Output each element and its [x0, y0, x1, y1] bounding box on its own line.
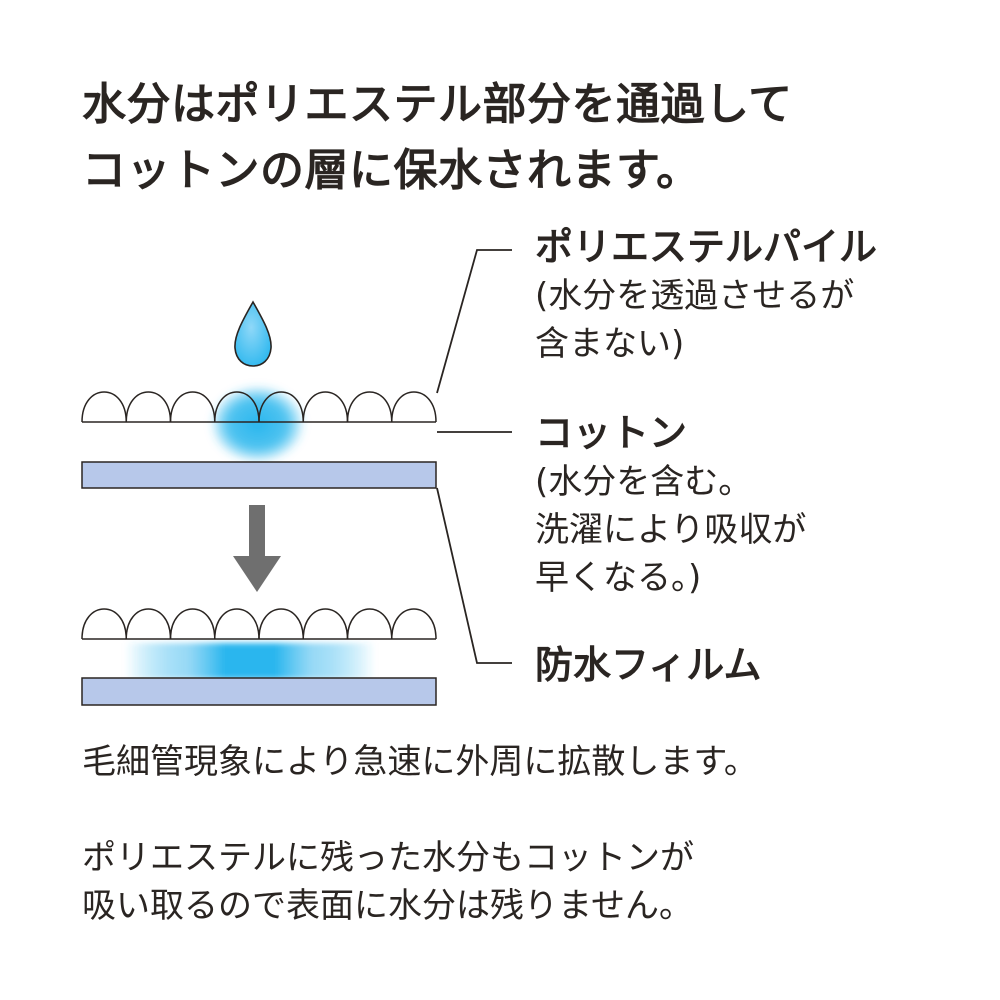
down-arrow-icon [233, 505, 281, 592]
pile-loop [169, 391, 216, 423]
caption-capillary-text: 毛細管現象により急速に外周に拡散します。 [82, 742, 758, 782]
label-cotton-note-1: (水分を含む。 [535, 462, 753, 502]
spread-water-area [125, 643, 375, 679]
label-waterproof-film-title: 防水フィルム [535, 643, 762, 687]
pile-loop [391, 391, 437, 423]
pile-loop [302, 391, 349, 423]
pile-loop [391, 608, 437, 640]
label-cotton-note-3: 早くなる。) [535, 558, 702, 598]
leader-line-film [436, 487, 512, 664]
caption-residual-line-1: ポリエステルに残った水分もコットンが [82, 838, 694, 878]
label-polyester-pile-title: ポリエステルパイル [535, 225, 878, 269]
pile-loop [214, 391, 260, 423]
headline: 水分はポリエステル部分を通過して コットンの層に保水されます。 [82, 72, 962, 204]
pile-loop [81, 391, 127, 423]
polyester-pile-layer [81, 391, 437, 423]
pile-loop [346, 391, 393, 423]
pile-loop [302, 608, 349, 640]
label-cotton: コットン (水分を含む。 洗濯により吸収が 早くなる。) [535, 408, 806, 602]
polyester-pile-layer-after [81, 608, 437, 640]
absorbed-water-area [210, 385, 305, 463]
fabric-stack-after [81, 608, 437, 706]
pile-loop [81, 608, 127, 640]
label-waterproof-film: 防水フィルム [535, 640, 761, 690]
label-cotton-title: コットン [535, 411, 688, 455]
waterproof-film-layer-after [81, 677, 437, 706]
water-drop-icon [234, 300, 272, 367]
pile-loop [214, 608, 260, 640]
pile-loop [125, 391, 172, 423]
pile-loop [258, 391, 304, 423]
headline-line-2: コットンの層に保水されます。 [82, 145, 701, 196]
label-cotton-note-2: 洗濯により吸収が [535, 510, 807, 550]
fabric-stack-before [81, 385, 437, 489]
pile-loop [346, 608, 393, 640]
leader-line-pile [436, 249, 512, 394]
pile-loop [125, 608, 172, 640]
caption-residual: ポリエステルに残った水分もコットンが 吸い取るので表面に水分は残りません。 [82, 834, 694, 930]
label-polyester-pile-note-2: 含まない) [535, 324, 685, 364]
headline-line-1: 水分はポリエステル部分を通過して [82, 79, 793, 130]
label-polyester-pile-note-1: (水分を透過させるが [535, 276, 855, 316]
pile-loop [169, 608, 216, 640]
caption-residual-line-2: 吸い取るので表面に水分は残りません。 [82, 886, 693, 926]
waterproof-film-layer [81, 461, 437, 489]
pile-loop [258, 608, 304, 640]
label-polyester-pile: ポリエステルパイル (水分を透過させるが 含まない) [535, 222, 877, 368]
caption-capillary: 毛細管現象により急速に外周に拡散します。 [82, 738, 758, 786]
